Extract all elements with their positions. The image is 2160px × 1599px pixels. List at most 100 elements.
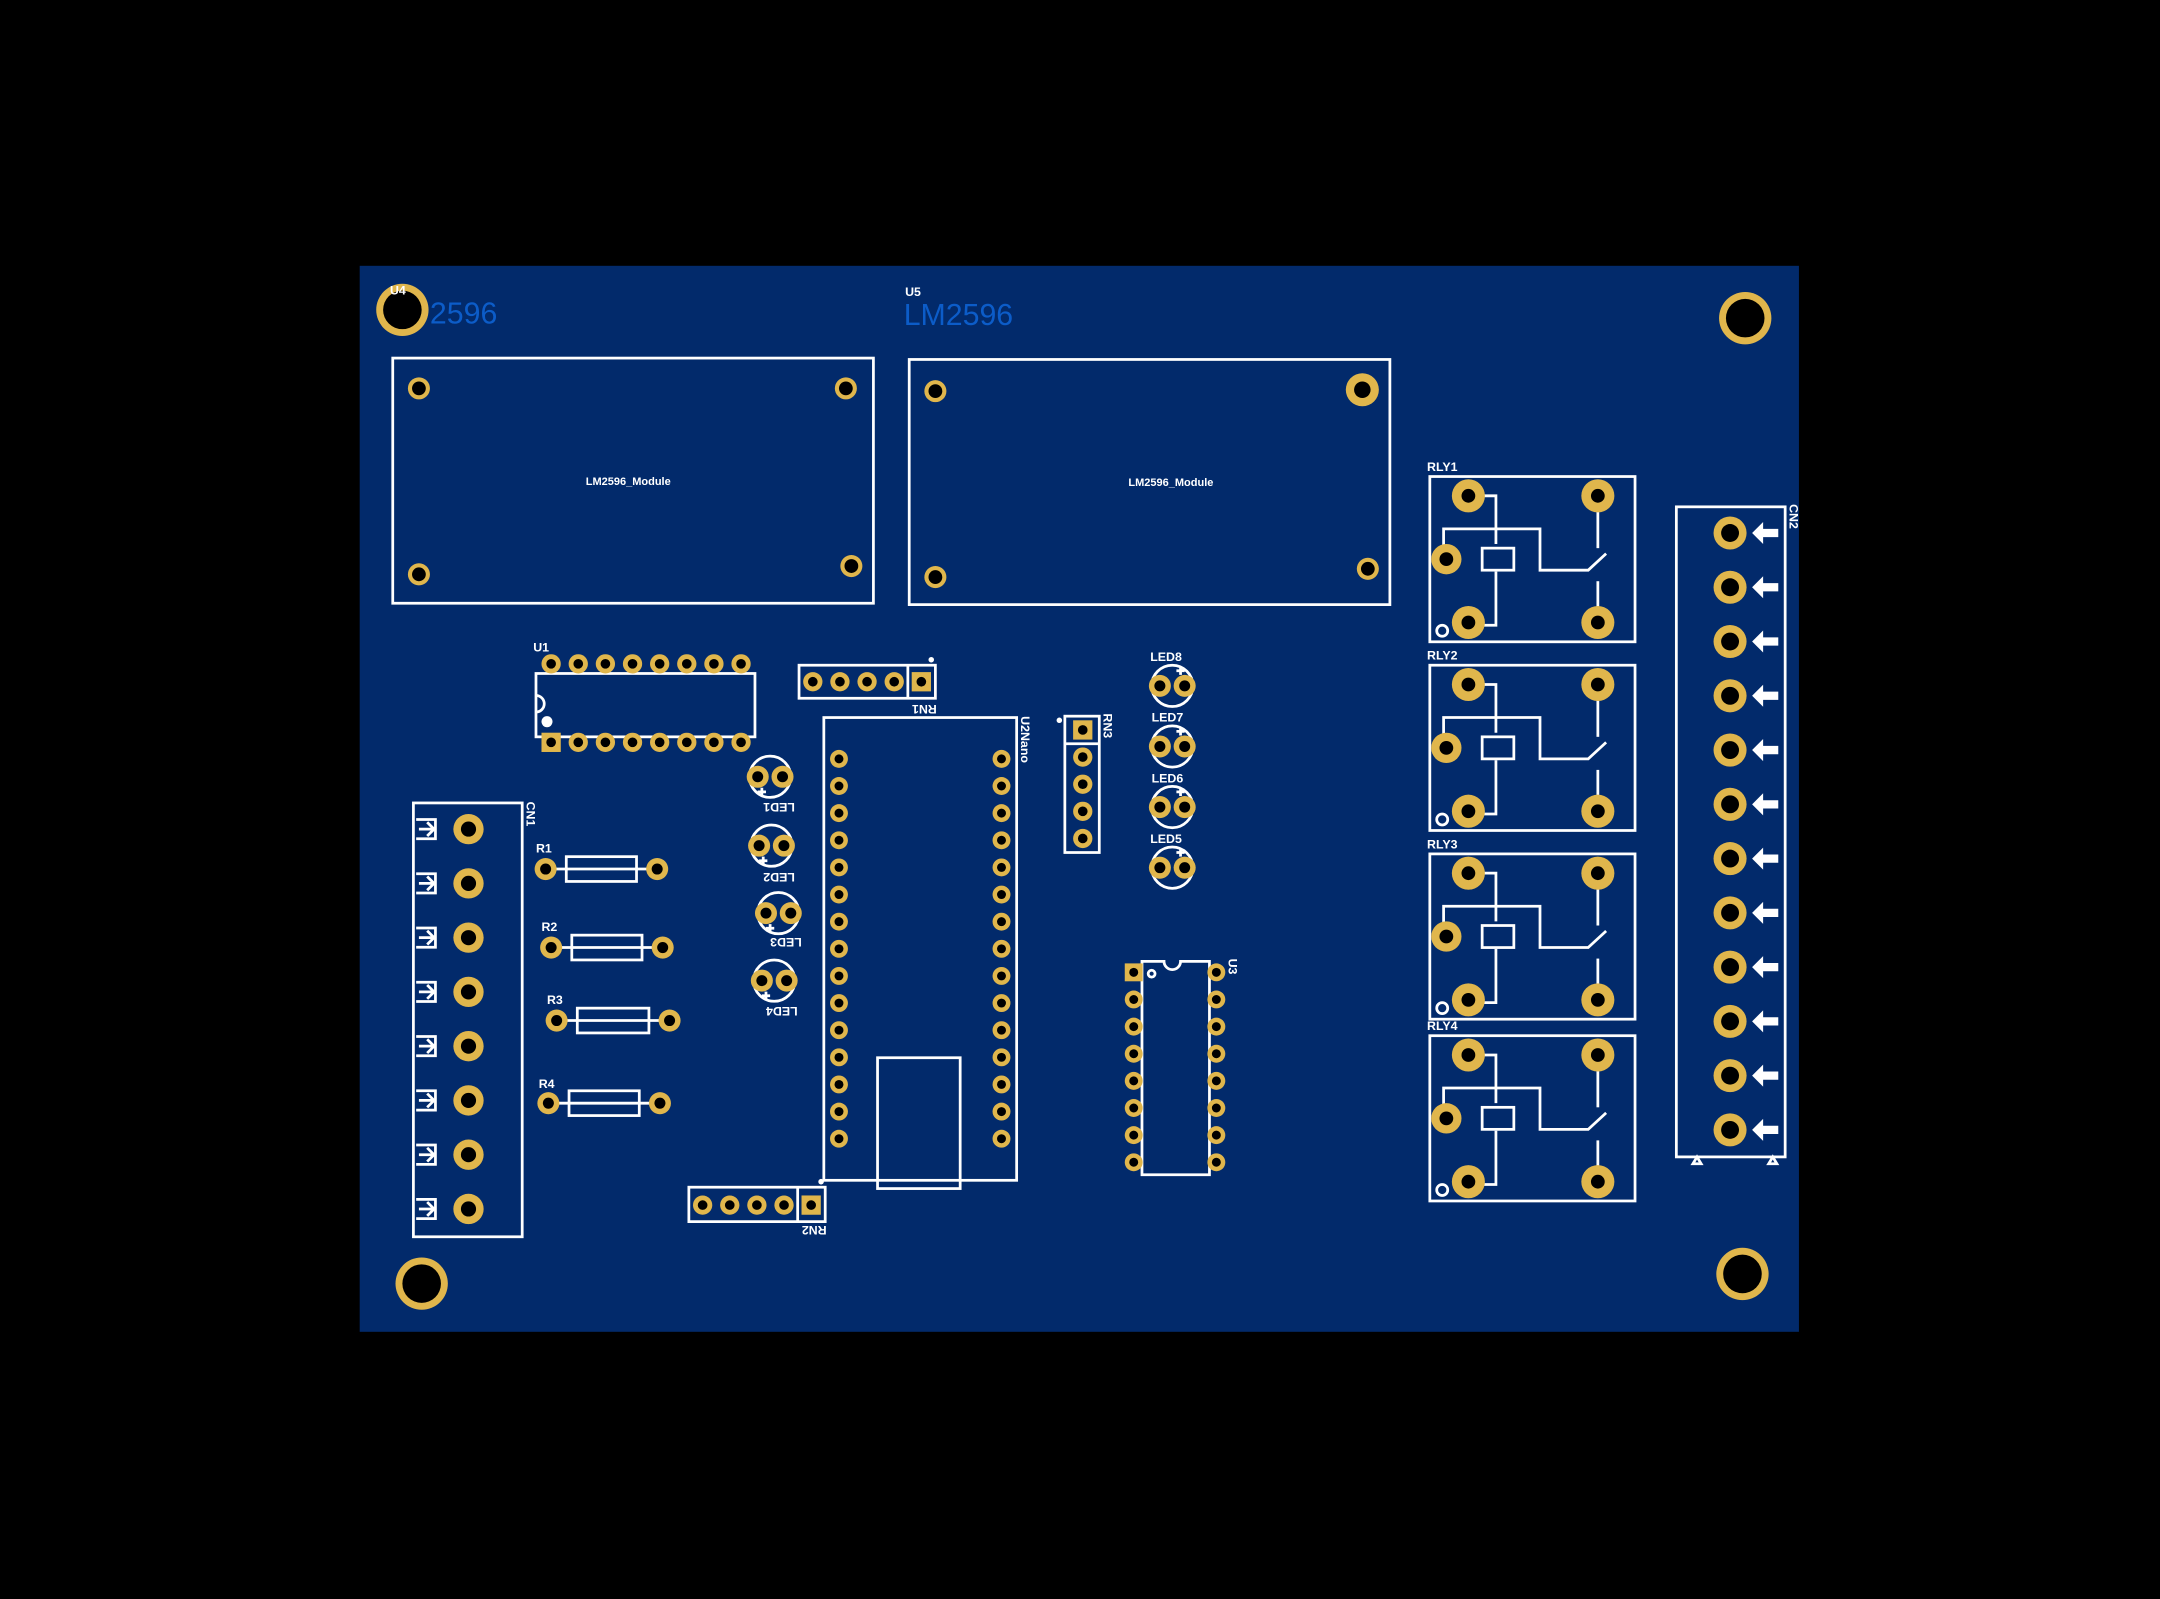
r3-body: [575, 1006, 651, 1035]
cn1-arrow-icon: [416, 1197, 437, 1220]
u3-pad-hole: [1129, 1103, 1139, 1113]
rly2-pin1-mark: [1435, 812, 1450, 827]
rly4-label: RLY4: [1427, 1019, 1458, 1033]
u2-pad-hole: [997, 1107, 1006, 1117]
u4-pad-hole: [412, 567, 426, 582]
rn3-pad-hole: [1077, 806, 1088, 817]
mounting-hole-3-hole: [402, 1264, 441, 1303]
led7-pad-hole: [1179, 740, 1191, 752]
cn1-label: CN1: [523, 802, 537, 827]
u2-pad-hole: [997, 1052, 1006, 1062]
rly2-switch-arm: [1442, 716, 1608, 761]
rly4-pad-hole: [1461, 1048, 1476, 1062]
u2-pad-hole: [997, 1079, 1006, 1089]
rn1-pad-hole: [916, 676, 927, 687]
u4-pad-hole: [412, 381, 426, 396]
led8-plus-mark: [1176, 666, 1185, 675]
led1-label: LED1: [763, 800, 795, 814]
led7-plus-mark: [1176, 727, 1185, 736]
cn2-arrow-icon: [1752, 793, 1779, 816]
u1-pad-hole: [709, 737, 719, 748]
u2-pad-hole: [997, 754, 1006, 764]
u4-module-label: LM2596_Module: [586, 476, 671, 488]
u5-pad-hole: [1354, 381, 1371, 399]
rly3-pad-hole: [1590, 866, 1605, 881]
u3-pad-hole: [1211, 1049, 1221, 1059]
cn2-pad-hole: [1721, 958, 1740, 977]
rly1-pad-hole: [1461, 488, 1476, 503]
led5-plus-mark: [1176, 848, 1185, 857]
mounting-hole-1-hole: [383, 290, 422, 330]
r4-label: R4: [539, 1077, 555, 1091]
board-outline: [359, 265, 1799, 1332]
u1-pad-hole: [736, 737, 746, 748]
cn2-pad-hole: [1721, 1120, 1740, 1139]
cn1-pad-hole: [460, 821, 477, 837]
rly2-coil-icon: [1480, 735, 1516, 761]
cn1-arrow-icon: [416, 1143, 437, 1166]
cn1-outline: [412, 801, 524, 1239]
led6-label: LED6: [1152, 771, 1184, 785]
u2-pad-hole: [834, 1079, 844, 1089]
rn1-outline: [797, 663, 937, 700]
u2-pad-hole: [834, 754, 844, 764]
led6-pad-hole: [1154, 801, 1166, 813]
u3-pad-hole: [1129, 967, 1139, 977]
cn2-pad-hole: [1721, 795, 1740, 814]
rly1-pad-hole: [1590, 488, 1605, 503]
u5-pad-hole: [928, 384, 943, 399]
rly3-pad-hole: [1461, 866, 1476, 881]
cn2-corner-marks: [1690, 1154, 1780, 1166]
u3-pad-hole: [1211, 1103, 1221, 1113]
u3-pad-hole: [1129, 1022, 1139, 1032]
led1-pad-hole: [752, 771, 764, 783]
cn2-pad-hole: [1721, 1066, 1740, 1085]
u2-pad-hole: [834, 808, 844, 818]
cn1-pad-hole: [460, 984, 477, 1000]
u2-label: U2Nano: [1018, 716, 1032, 763]
rly4-pad-hole: [1590, 1048, 1605, 1062]
rn3-pad-hole: [1077, 779, 1088, 790]
u5-module-outline: [907, 358, 1392, 606]
u1-pad-hole: [546, 659, 556, 669]
rly3-pad-hole: [1461, 993, 1476, 1007]
rn2-pad-hole: [752, 1200, 762, 1210]
u3-pad-hole: [1129, 995, 1139, 1004]
cn2-arrow-icon: [1752, 901, 1779, 924]
u1-pad-hole: [600, 737, 611, 748]
u4-pad-hole: [844, 559, 859, 573]
r4-pad-hole: [654, 1097, 666, 1109]
led7-label: LED7: [1152, 711, 1184, 725]
cn2-arrow-icon: [1752, 630, 1779, 653]
cn1-pad-hole: [460, 930, 477, 946]
u3-label: U3: [1226, 959, 1240, 975]
u3-pad-hole: [1129, 1076, 1139, 1086]
led8-pad-hole: [1154, 680, 1166, 692]
r2-body: [570, 933, 644, 962]
led1-pad-hole: [777, 771, 789, 783]
u1-pad-hole: [681, 659, 692, 669]
u4-value-label: 2596: [430, 298, 497, 331]
cn2-pad-hole: [1721, 1012, 1740, 1031]
cn1-arrow-icon: [416, 926, 437, 949]
cn1-arrow-icon: [416, 1089, 437, 1112]
cn2-arrow-icon: [1752, 1064, 1779, 1087]
u3-pad-hole: [1211, 1076, 1221, 1086]
u2-pad-hole: [834, 1025, 844, 1035]
u1-notch: [535, 694, 546, 714]
u1-pad-hole: [573, 659, 584, 669]
led4-pad-hole: [756, 975, 768, 987]
u5-pad-hole: [928, 570, 943, 584]
rn3-outline: [1063, 714, 1101, 854]
rn2-pin1-dot: [818, 1178, 824, 1185]
u2-outline: [822, 716, 1019, 1182]
r3-pad-hole: [664, 1015, 676, 1027]
led2-label: LED2: [763, 870, 795, 884]
rly1-coil-icon: [1480, 546, 1516, 572]
u1-pad-hole: [627, 737, 638, 748]
u2-pad-hole: [997, 944, 1006, 954]
rn1-pad-hole: [889, 676, 900, 687]
rly3-label: RLY3: [1427, 837, 1458, 851]
u2-pad-hole: [997, 862, 1006, 872]
u2-pad-hole: [997, 998, 1006, 1008]
